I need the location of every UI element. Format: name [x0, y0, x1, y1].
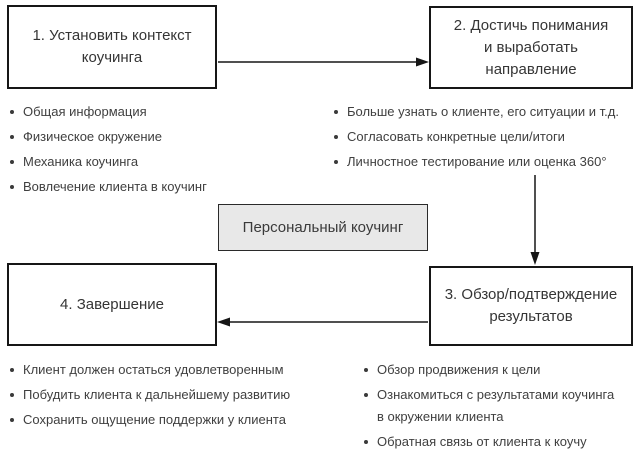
list-item: Согласовать конкретные цели/итоги [334, 126, 634, 148]
step3-title-line2: результатов [489, 308, 573, 325]
step1-title-line2: коучинга [81, 49, 143, 66]
step2-title-line2: и выработать [484, 38, 578, 56]
list-item: Клиент должен остаться удовлетворенным [10, 359, 330, 381]
list-item: Личностное тестирование или оценка 360° [334, 151, 634, 173]
list-item: Общая информация [10, 101, 310, 123]
step1-box: 1. Установить контекст коучинга [7, 5, 217, 89]
step3-title: 3. Обзор/подтверждение результатов [445, 284, 618, 328]
list-item: Физическое окружение [10, 126, 310, 148]
step2-title-line1: 2. Достичь понимания [453, 16, 609, 34]
step4-title-line1: 4. Завершение [60, 295, 164, 313]
diagram-title: Персональный коучинг [242, 219, 404, 236]
list-item: Механика коучинга [10, 151, 310, 173]
list-item: Больше узнать о клиенте, его ситуации и … [334, 101, 634, 123]
step2-title: 2. Достичь понимания и выработать направ… [454, 15, 608, 81]
list-item: Вовлечение клиента в коучинг [10, 176, 310, 198]
list-item: Обратная связь от клиента к коучу [364, 431, 624, 452]
center-label-box: Персональный коучинг [218, 204, 428, 251]
step3-details-list: Обзор продвижения к цели Ознакомиться с … [364, 359, 624, 452]
step3-title-line1: 3. Обзор/подтверждение [444, 286, 618, 303]
step4-details-list: Клиент должен остаться удовлетворенным П… [10, 359, 330, 434]
step4-title: 4. Завершение [60, 294, 164, 316]
step2-box: 2. Достичь понимания и выработать направ… [429, 6, 633, 89]
step3-box: 3. Обзор/подтверждение результатов [429, 266, 633, 346]
arrow-step3-to-step4-icon [217, 317, 428, 327]
list-item: Ознакомиться с результатами коучинга в о… [364, 384, 624, 428]
step1-title-line1: 1. Установить контекст [32, 27, 192, 44]
list-item: Побудить клиента к дальнейшему развитию [10, 384, 330, 406]
arrow-step2-to-step3-icon [530, 175, 540, 265]
arrow-step1-to-step2-icon [218, 57, 429, 67]
step1-title: 1. Установить контекст коучинга [32, 25, 191, 69]
list-item: Обзор продвижения к цели [364, 359, 624, 381]
step2-details-list: Больше узнать о клиенте, его ситуации и … [334, 101, 634, 176]
step1-details-list: Общая информация Физическое окружение Ме… [10, 101, 310, 201]
step2-title-line3: направление [485, 60, 577, 78]
list-item: Сохранить ощущение поддержки у клиента [10, 409, 330, 431]
step4-box: 4. Завершение [7, 263, 217, 346]
